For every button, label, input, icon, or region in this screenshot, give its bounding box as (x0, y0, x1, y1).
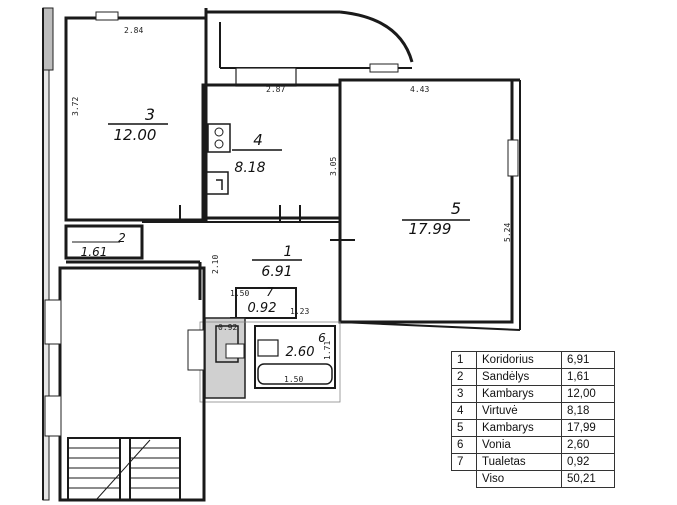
room-1-area: 6.91 (261, 264, 292, 280)
dimension-label: 1.50 (284, 375, 303, 384)
room-labels: 3 12.00 4 8.18 5 17.99 2 1.61 1 6.91 7 0… (81, 105, 470, 360)
room-name: Koridorius (476, 351, 562, 369)
row-number: 4 (451, 402, 477, 420)
room-2-number: 2 (118, 231, 126, 245)
room-name: Kambarys (476, 419, 562, 437)
dimension-label: 1.71 (323, 341, 332, 360)
dimension-label: 4.43 (410, 85, 429, 94)
room-7-area: 0.92 (248, 301, 277, 316)
dimension-label: 5.24 (503, 223, 512, 242)
room-6-area: 2.60 (286, 345, 315, 360)
room-area: 17,99 (561, 419, 615, 437)
room-3-area: 12.00 (114, 126, 157, 144)
row-number: 1 (451, 351, 477, 369)
dimension-labels: 2.84 3.72 2.87 3.05 4.43 5.24 2.10 1.50 … (71, 26, 512, 384)
table-row: 4 Virtuvė 8,18 (451, 402, 615, 420)
room-2-area: 1.61 (81, 245, 108, 259)
room-area: 1,61 (561, 368, 615, 386)
table-row: 6 Vonia 2,60 (451, 436, 615, 454)
dimension-label: 3.05 (329, 157, 338, 176)
room-area: 8,18 (561, 402, 615, 420)
dimension-label: 0.92 (218, 323, 237, 332)
room-5-area: 17.99 (409, 220, 452, 238)
total-label: Viso (476, 470, 562, 488)
room-name: Tualetas (476, 453, 562, 471)
dimension-label: 2.87 (266, 85, 285, 94)
room-6-number: 6 (318, 331, 326, 345)
total-value: 50,21 (561, 470, 615, 488)
room-4-number: 4 (253, 131, 263, 149)
room-area: 0,92 (561, 453, 615, 471)
table-row: 1 Koridorius 6,91 (451, 351, 615, 369)
row-number: 5 (451, 419, 477, 437)
room-area: 6,91 (561, 351, 615, 369)
row-number: 7 (451, 453, 477, 471)
room-7-number: 7 (266, 285, 274, 299)
table-total-row: Viso 50,21 (451, 470, 615, 488)
room-1-number: 1 (284, 244, 293, 260)
table-row: 5 Kambarys 17,99 (451, 419, 615, 437)
room-name: Kambarys (476, 385, 562, 403)
row-number: 6 (451, 436, 477, 454)
dimension-label: 2.10 (211, 255, 220, 274)
table-row: 2 Sandėlys 1,61 (451, 368, 615, 386)
room-area: 2,60 (561, 436, 615, 454)
room-4-area: 8.18 (234, 160, 265, 176)
room-3-number: 3 (145, 105, 155, 124)
room-area: 12,00 (561, 385, 615, 403)
row-number: 3 (451, 385, 477, 403)
dimension-label: 2.84 (124, 26, 143, 35)
row-number: 2 (451, 368, 477, 386)
room-name: Virtuvė (476, 402, 562, 420)
walls (42, 7, 521, 502)
room-5-number: 5 (451, 199, 461, 218)
room-area-table: 1 Koridorius 6,91 2 Sandėlys 1,61 3 Kamb… (451, 351, 615, 488)
table-row: 7 Tualetas 0,92 (451, 453, 615, 471)
dimension-label: 1.23 (290, 307, 309, 316)
room-name: Sandėlys (476, 368, 562, 386)
dimension-label: 3.72 (71, 97, 80, 116)
table-row: 3 Kambarys 12,00 (451, 385, 615, 403)
dimension-label: 1.50 (230, 289, 249, 298)
room-name: Vonia (476, 436, 562, 454)
